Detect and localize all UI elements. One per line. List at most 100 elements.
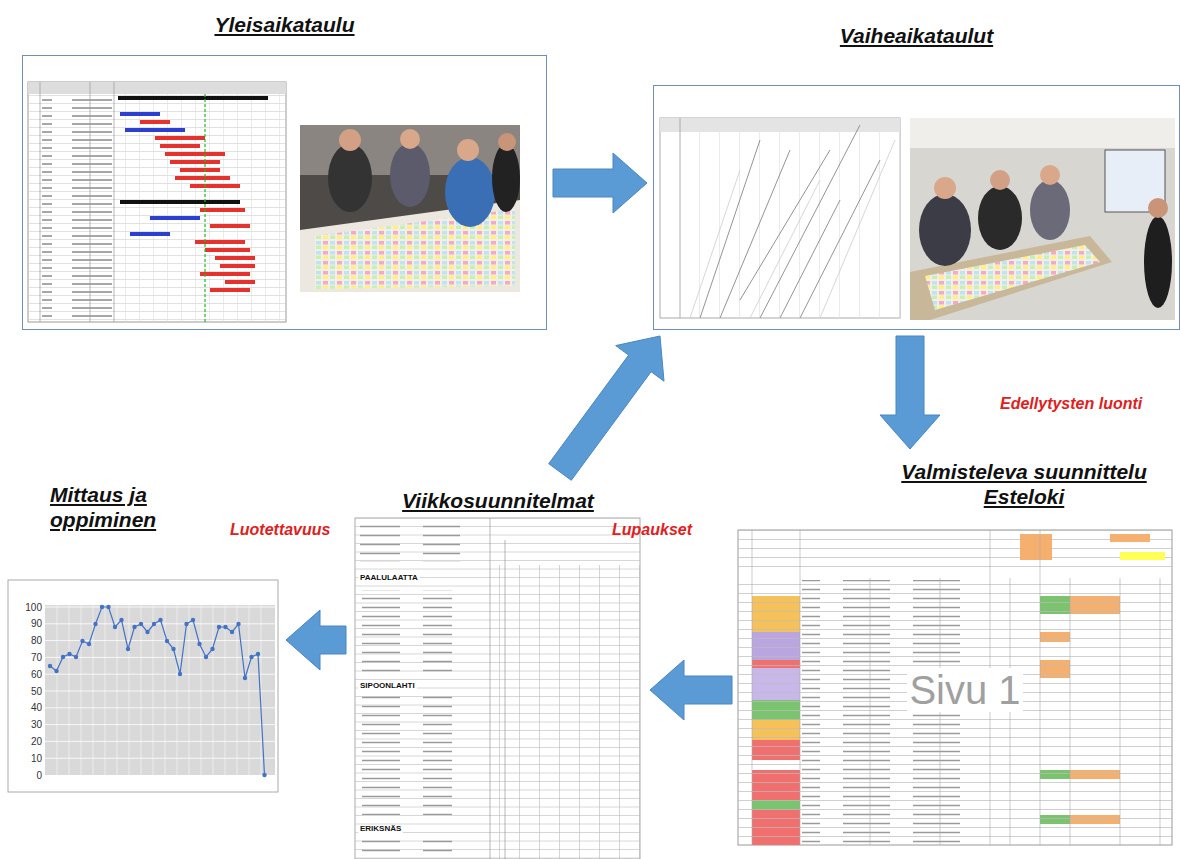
svg-definition-part (690, 170, 740, 318)
photo-meeting-part (910, 118, 1175, 320)
schedule-panel: Yleisaikataulu (22, 8, 547, 330)
svg-definition-part (215, 256, 255, 260)
weekly-plan-part (362, 590, 452, 675)
planning-block: Viikkosuunnitelmat (352, 482, 644, 859)
svg-definition-part (820, 140, 895, 318)
svg-definition (700, 125, 880, 318)
weekly-plan (355, 518, 640, 859)
photo-workshop-part (300, 125, 520, 292)
axis-tick: 80 (31, 635, 42, 646)
phase-schedule-part (660, 118, 900, 132)
flow-arrow (880, 336, 940, 449)
svg-definition-part (200, 272, 250, 276)
svg-definition-part (195, 240, 245, 244)
svg-definition-part (700, 140, 760, 318)
ppc-chart-part (8, 580, 278, 792)
constraint-log-part (752, 530, 1160, 845)
schedule-panel: Vaiheaikataulut (653, 15, 1180, 330)
table-section: SIPOONLAHTI (358, 682, 417, 691)
svg-definition-part (155, 136, 205, 140)
photo-workshop-part (457, 139, 479, 161)
weekly-plan-part (355, 518, 640, 859)
gantt-chart-part (125, 128, 185, 132)
axis-tick: 20 (31, 736, 42, 747)
flow-label: Edellytysten luonti (1000, 394, 1142, 413)
svg-definition-part (800, 160, 880, 318)
axis-tick: 40 (31, 702, 42, 713)
weekly-plan-part (490, 518, 505, 859)
photo-meeting-part (934, 177, 956, 199)
gantt-chart-part (28, 82, 286, 322)
flow-arrow (286, 610, 346, 670)
constraint-log-part (1120, 552, 1165, 560)
photo-meeting-part (1148, 198, 1168, 218)
photo-meeting-part (990, 170, 1010, 190)
photo-workshop-part (400, 129, 420, 149)
constraint-log-part (1020, 534, 1052, 560)
phase-schedule-part (680, 132, 900, 318)
phase-schedule-part (660, 118, 900, 318)
svg-definition-part (780, 200, 840, 318)
gantt-chart-part (120, 200, 240, 204)
flow-arrow (650, 660, 732, 720)
flow-label: Lupaukset (612, 520, 692, 539)
gantt-chart-part (40, 82, 114, 322)
gantt-chart (28, 82, 286, 322)
flow-arrow (553, 153, 647, 213)
svg-definition-part (165, 152, 225, 156)
weekly-plan-part (360, 522, 460, 562)
photo-meeting-part (1144, 216, 1172, 308)
svg-definition-part (220, 264, 255, 268)
svg-definition-part (760, 125, 860, 318)
photo-workshop-part (339, 129, 361, 151)
svg-definition-part (200, 208, 245, 212)
axis-tick: 30 (31, 719, 42, 730)
constraint-log-part (1110, 534, 1150, 542)
stage-heading: Yleisaikataulu (22, 12, 547, 37)
planning-block: Valmisteleva suunnittelu Esteloki (738, 455, 1174, 847)
photo-meeting-part (919, 194, 971, 266)
svg-definition-part (175, 176, 230, 180)
panel-frame (22, 55, 547, 330)
weekly-plan-part (362, 695, 452, 815)
svg-definition-part (140, 120, 170, 124)
photo-meeting-part (978, 186, 1022, 250)
photo-meeting-part (1040, 165, 1060, 185)
gantt-chart-part (204, 94, 205, 322)
photo-workshop-part (445, 157, 495, 227)
ppc-chart-part (45, 605, 275, 775)
gantt-chart-part (130, 232, 170, 236)
gantt-chart-part (120, 112, 160, 116)
stage-heading: Mittaus ja oppiminen (50, 482, 200, 532)
weekly-plan-part (362, 838, 452, 858)
gantt-chart-part (118, 96, 268, 100)
stage-heading: Valmisteleva suunnittelu Esteloki (878, 459, 1170, 509)
photo-meeting-part (910, 118, 1175, 148)
phase-schedule (660, 118, 900, 318)
constraint-log (738, 530, 1172, 845)
watermark: Sivu 1 (907, 668, 1022, 712)
axis-tick: 10 (31, 753, 42, 764)
ppc-chart-part (45, 607, 275, 758)
svg-definition-part (160, 144, 200, 148)
photo-meeting (910, 118, 1175, 320)
svg-definition-part (740, 150, 830, 300)
svg-definition (690, 140, 895, 318)
constraint-log-part (738, 530, 1172, 845)
ppc-chart-part (50, 607, 265, 775)
constraint-log-part (738, 530, 1172, 575)
svg-definition-part (750, 180, 820, 318)
gantt-chart-part (42, 96, 112, 320)
svg-definition-part (170, 160, 220, 164)
constraint-log-part (738, 578, 1172, 845)
axis-tick: 90 (31, 618, 42, 629)
photo-meeting-part (1030, 180, 1070, 240)
svg-definition-part (225, 280, 255, 284)
weekly-plan-part (355, 518, 640, 565)
axis-tick: 60 (31, 669, 42, 680)
photo-workshop-part (390, 143, 430, 207)
table-section: PAALULAATTA (358, 574, 420, 583)
axis-tick: 70 (31, 652, 42, 663)
axis-tick: 50 (31, 686, 42, 697)
